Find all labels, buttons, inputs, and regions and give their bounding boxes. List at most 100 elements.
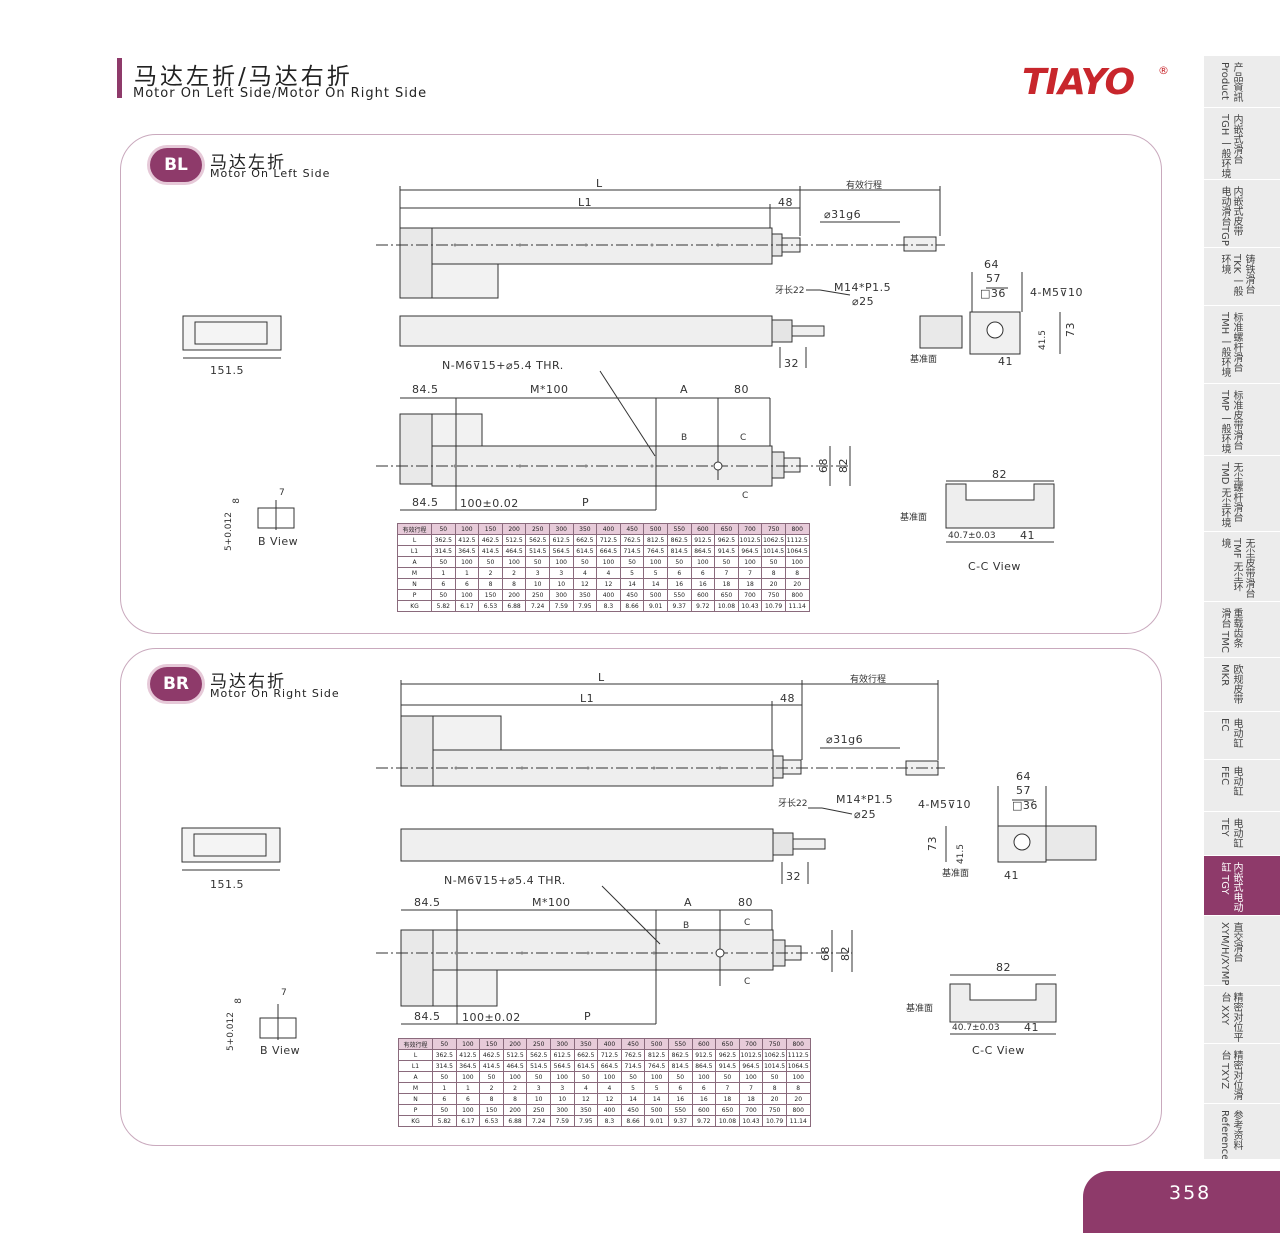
table-cell: 9.37: [667, 1115, 693, 1127]
side-tab-label: 铸铁滑台TKK 一般环境: [1219, 254, 1254, 297]
table-cell: 962.5: [715, 1049, 740, 1061]
side-tab-label: 无尘螺杆滑台TMD 无尘环境: [1219, 462, 1242, 528]
dim-sq36-bl: □36: [980, 287, 1006, 300]
table-row-label: L: [397, 534, 432, 546]
table-cell: 750: [762, 1104, 787, 1116]
dim-a-bl: A: [680, 383, 689, 396]
side-tab[interactable]: 无尘螺杆滑台TMD 无尘环境: [1204, 456, 1280, 532]
dim-151-br: 151.5: [210, 878, 244, 891]
dim-l-bl: L: [596, 177, 603, 190]
table-cell: 6.88: [502, 1115, 528, 1127]
side-tab[interactable]: 电动缸 EC: [1204, 712, 1280, 760]
side-tab-label: 内嵌式滑台TGH 一般环境: [1219, 114, 1242, 179]
side-tab[interactable]: 标准皮带滑台TMP 一般环境: [1204, 384, 1280, 456]
table-cell: 10: [526, 1093, 551, 1105]
table-cell: 20: [785, 1093, 811, 1105]
table-cell: 9.01: [644, 1115, 669, 1127]
dim-64-bl: 64: [984, 258, 999, 271]
table-cell: 350: [573, 1104, 599, 1116]
table-cell: 7.95: [573, 1115, 599, 1127]
side-tab[interactable]: 产品資訊 Product: [1204, 56, 1280, 108]
table-cell: 700: [738, 1104, 764, 1116]
dim-32-br: 32: [786, 870, 801, 883]
table-cell: 414.5: [479, 1060, 504, 1072]
dim-p100-br: 100±0.02: [462, 1011, 521, 1024]
table-row-label: L: [398, 1049, 433, 1061]
side-tab[interactable]: 内嵌式电动缸 TGY: [1204, 856, 1280, 916]
table-cell: 600: [691, 1104, 717, 1116]
table-cell: 1012.5: [738, 1049, 764, 1061]
table-cell: 50: [526, 1071, 551, 1083]
dim-thread-bl: 牙长22: [775, 286, 805, 296]
table-cell: 8: [479, 1093, 504, 1105]
table-header-cell: 400: [597, 1038, 622, 1050]
side-tab-label: 欧规皮带 MKR: [1219, 664, 1242, 704]
table-header-label: 有效行程: [397, 523, 432, 535]
side-tab[interactable]: 无尘皮带滑台TMF 无尘环境: [1204, 532, 1280, 602]
table-cell: 1014.5: [762, 1060, 787, 1072]
table-cell: 5: [644, 1082, 669, 1094]
dim-32-bl: 32: [784, 357, 799, 370]
dim-68-br: 68: [819, 946, 832, 961]
side-tab-label: 内嵌式电动缸 TGY: [1219, 862, 1242, 912]
table-cell: 564.5: [549, 1060, 575, 1072]
label-c-bot-bl: C: [742, 491, 749, 501]
dim-cc82-bl: 82: [992, 468, 1007, 481]
table-cell: 50: [667, 1071, 693, 1083]
section-title-br: 马达右折: [210, 672, 286, 692]
table-cell: 8: [785, 1082, 811, 1094]
side-tab-label: 标准螺杆滑台TMH 一般环境: [1219, 312, 1242, 378]
table-cell: 514.5: [526, 1060, 551, 1072]
table-cell: 364.5: [455, 1060, 481, 1072]
label-c-top-br: C: [744, 918, 751, 928]
table-cell: 464.5: [502, 1060, 528, 1072]
side-tab[interactable]: 直交滑台 XYM/H/XYMP: [1204, 916, 1280, 986]
side-tab[interactable]: 铸铁滑台TKK 一般环境: [1204, 248, 1280, 306]
table-cell: 612.5: [549, 1049, 575, 1061]
table-cell: 6: [691, 1082, 717, 1094]
table-cell: 50: [479, 1071, 504, 1083]
side-tab[interactable]: 欧规皮带 MKR: [1204, 658, 1280, 712]
table-cell: 18: [738, 1093, 764, 1105]
table-cell: 50: [432, 1071, 457, 1083]
side-tab[interactable]: 重载齿条滑台 TMC: [1204, 602, 1280, 658]
table-cell: 812.5: [644, 1049, 669, 1061]
ref-surface-cc-br: 基准面: [906, 1004, 934, 1014]
brand-logo: TIAYO: [1022, 62, 1135, 103]
table-cell: 9.72: [691, 1115, 717, 1127]
table-cell: 2: [502, 1082, 528, 1094]
table-cell: 10.43: [737, 600, 763, 612]
side-tab[interactable]: 精密对位滑台 TXYZ: [1204, 1044, 1280, 1104]
table-cell: 450: [620, 1104, 646, 1116]
cc-view-label-bl: C-C View: [968, 560, 1021, 573]
dim-c407-bl: 40.7±0.03: [948, 531, 996, 541]
dim-tol-br: 5+0.012: [226, 1012, 236, 1052]
side-tab[interactable]: 参考资料 Reference: [1204, 1104, 1280, 1160]
table-cell: 1062.5: [762, 1049, 787, 1061]
table-cell: 512.5: [502, 1049, 528, 1061]
dim-57-bl: 57: [986, 272, 1001, 285]
table-cell: 16: [667, 1093, 693, 1105]
table-cell: 814.5: [667, 1060, 693, 1072]
side-tab[interactable]: 电动缸 TEY: [1204, 812, 1280, 856]
table-cell: 7: [738, 1082, 764, 1094]
dim-l1-br: L1: [580, 692, 595, 705]
table-cell: 8: [502, 1093, 528, 1105]
side-tab[interactable]: 精密对位平台 XXY: [1204, 986, 1280, 1044]
dim-p-bl: P: [582, 496, 590, 509]
dim-c407-br: 40.7±0.03: [952, 1023, 1000, 1033]
dim-84-bot-bl: 84.5: [412, 496, 439, 509]
side-tab[interactable]: 内嵌式皮带 电动滑台TGP: [1204, 180, 1280, 248]
dim-p-br: P: [584, 1010, 592, 1023]
table-cell: 10.43: [738, 1115, 764, 1127]
side-tab[interactable]: 电动缸 FEC: [1204, 760, 1280, 812]
side-tab[interactable]: 内嵌式滑台TGH 一般环境: [1204, 108, 1280, 180]
table-cell: 3: [549, 1082, 575, 1094]
side-tab[interactable]: 标准螺杆滑台TMH 一般环境: [1204, 306, 1280, 384]
